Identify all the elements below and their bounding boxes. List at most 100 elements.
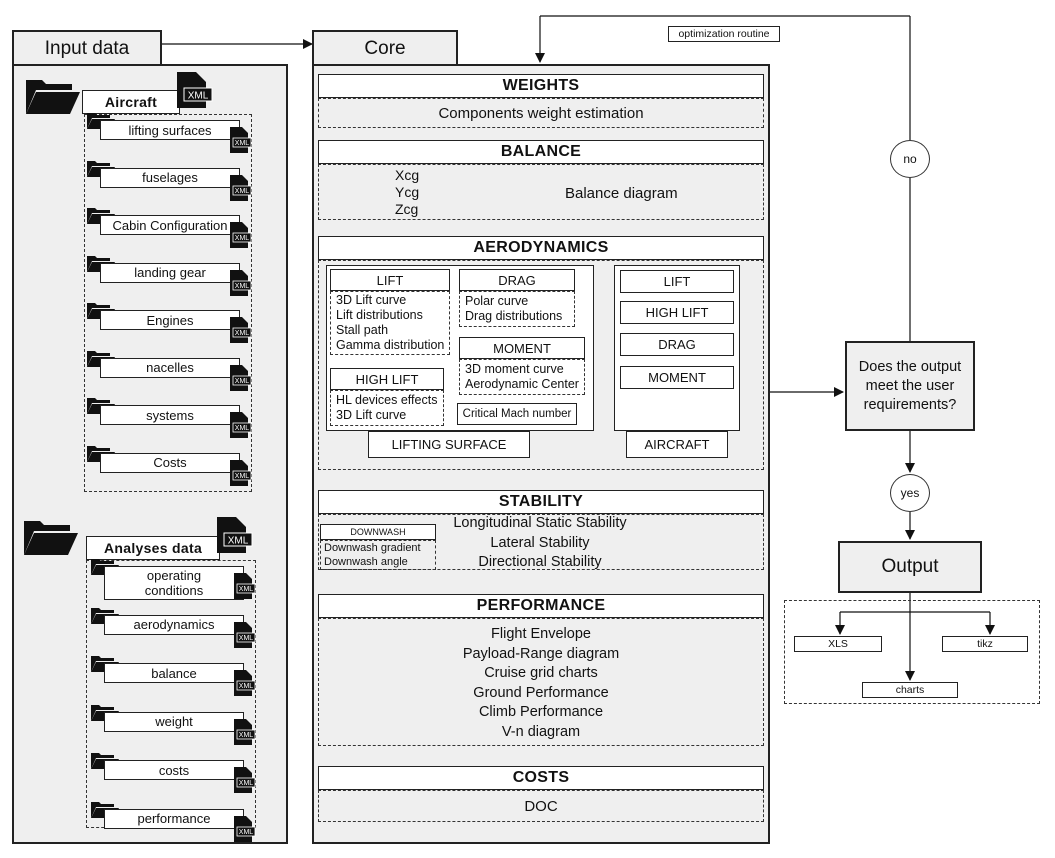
aircraft-folder-icon (24, 74, 82, 116)
xml-file-icon: XML (232, 669, 256, 697)
svg-text:XML: XML (228, 536, 249, 547)
analyses-file-label: weight (155, 714, 193, 729)
downwash-item: Downwash angle (324, 556, 408, 568)
svg-text:XML: XML (235, 425, 250, 432)
xls-box: XLS (794, 636, 882, 652)
weights-title: WEIGHTS (502, 77, 580, 94)
aircraft-file-fuselages[interactable]: fuselages (100, 167, 240, 188)
critical-mach-label: Critical Mach number (462, 408, 572, 420)
aircraft-file-landing-gear[interactable]: landing gear (100, 262, 240, 283)
lift-item: Lift distributions (336, 308, 423, 322)
ac-drag-label: DRAG (658, 337, 696, 352)
ls-moment-items: 3D moment curve Aerodynamic Center (459, 359, 585, 395)
analyses-file-operating-conditions[interactable]: operating conditions (104, 566, 244, 600)
svg-text:XML: XML (239, 732, 254, 739)
svg-text:XML: XML (188, 91, 209, 102)
ac-lift-label: LIFT (663, 274, 691, 289)
performance-title: PERFORMANCE (476, 597, 606, 614)
output-box: Output (838, 541, 982, 593)
ls-highlift-header: HIGH LIFT (330, 368, 444, 390)
yes-label: yes (900, 486, 920, 500)
lifting-surface-label: LIFTING SURFACE (391, 437, 507, 452)
ls-lift-title: LIFT (376, 272, 404, 288)
aircraft-xml-icon: XML (174, 70, 214, 110)
xml-file-icon: XML (228, 364, 252, 392)
costs-title: COSTS (512, 769, 570, 786)
analyses-file-weight[interactable]: weight (104, 711, 244, 732)
aircraft-file-label: fuselages (142, 170, 198, 185)
svg-text:XML: XML (239, 586, 254, 593)
aircraft-label-box: AIRCRAFT (626, 431, 728, 458)
critical-mach-box: Critical Mach number (457, 403, 577, 425)
xml-file-icon: XML (228, 174, 252, 202)
svg-text:XML: XML (239, 683, 254, 690)
xml-file-icon: XML (232, 766, 256, 794)
costs-header: COSTS (318, 766, 764, 790)
drag-item: Polar curve (465, 294, 529, 308)
downwash-title: DOWNWASH (350, 527, 406, 537)
xml-file-icon: XML (228, 221, 252, 249)
aircraft-file-lifting-surfaces[interactable]: lifting surfaces (100, 120, 240, 140)
balance-coords: Xcg Ycg Zcg (395, 167, 435, 218)
analyses-file-label: balance (151, 665, 197, 681)
ls-drag-header: DRAG (459, 269, 575, 291)
xml-file-icon: XML (228, 411, 252, 439)
ls-drag-items: Polar curve Drag distributions (459, 291, 575, 327)
lift-item: Stall path (336, 323, 389, 337)
analyses-file-aerodynamics[interactable]: aerodynamics (104, 614, 244, 635)
aircraft-file-label: Cabin Configuration (112, 217, 228, 233)
aircraft-file-label: Costs (153, 455, 187, 470)
aircraft-file-cabin-configuration[interactable]: Cabin Configuration (100, 215, 240, 235)
performance-header: PERFORMANCE (318, 594, 764, 618)
stability-body (318, 514, 764, 570)
aircraft-file-costs[interactable]: Costs (100, 452, 240, 473)
aircraft-file-label: nacelles (146, 360, 194, 375)
performance-item: Payload-Range diagram (462, 645, 620, 662)
svg-text:XML: XML (239, 829, 254, 836)
output-formats-group (784, 600, 1040, 704)
downwash-header: DOWNWASH (320, 524, 436, 540)
aircraft-file-systems[interactable]: systems (100, 405, 240, 425)
ac-lift-box: LIFT (620, 270, 734, 293)
aircraft-file-nacelles[interactable]: nacelles (100, 357, 240, 378)
aerodynamics-title: AERODYNAMICS (473, 239, 609, 256)
aircraft-file-engines[interactable]: Engines (100, 310, 240, 330)
decision-box: Does the output meet the user requiremen… (845, 341, 975, 431)
aircraft-header: Aircraft (82, 90, 180, 114)
tikz-label: tikz (977, 638, 993, 650)
xml-file-icon: XML (228, 126, 252, 154)
ls-moment-title: MOMENT (493, 340, 551, 356)
core-title: Core (364, 38, 406, 59)
input-data-title: Input data (44, 38, 130, 59)
charts-label: charts (895, 684, 925, 696)
performance-body: Flight Envelope Payload-Range diagram Cr… (318, 618, 764, 746)
svg-text:XML: XML (235, 283, 250, 290)
aircraft-file-label: landing gear (134, 265, 206, 280)
ls-drag-title: DRAG (498, 272, 536, 288)
no-label: no (903, 152, 917, 166)
svg-text:XML: XML (235, 330, 250, 337)
costs-text: DOC (524, 797, 558, 815)
aerodynamics-body (318, 260, 764, 470)
svg-text:XML: XML (235, 473, 250, 480)
xml-file-icon: XML (228, 316, 252, 344)
performance-item: Ground Performance (473, 684, 609, 701)
aerodynamics-header: AERODYNAMICS (318, 236, 764, 260)
analyses-file-balance[interactable]: balance (104, 663, 244, 683)
xml-file-icon: XML (232, 621, 256, 649)
stability-items: Longitudinal Static Stability Lateral St… (440, 514, 640, 573)
lift-item: Gamma distribution (336, 338, 445, 352)
aircraft-file-label: lifting surfaces (128, 122, 212, 138)
no-node: no (890, 140, 930, 178)
ls-highlift-title: HIGH LIFT (355, 371, 419, 387)
ls-highlift-items: HL devices effects 3D Lift curve (330, 390, 444, 426)
analyses-file-performance[interactable]: performance (104, 808, 244, 829)
performance-item: Climb Performance (478, 704, 604, 720)
analyses-file-costs[interactable]: costs (104, 760, 244, 780)
xml-file-icon: XML (232, 815, 256, 843)
analyses-folder-icon (22, 515, 80, 557)
input-data-tab: Input data (12, 30, 162, 66)
balance-diagram-label: Balance diagram (565, 185, 678, 202)
weights-header: WEIGHTS (318, 74, 764, 98)
xml-file-icon: XML (228, 269, 252, 297)
